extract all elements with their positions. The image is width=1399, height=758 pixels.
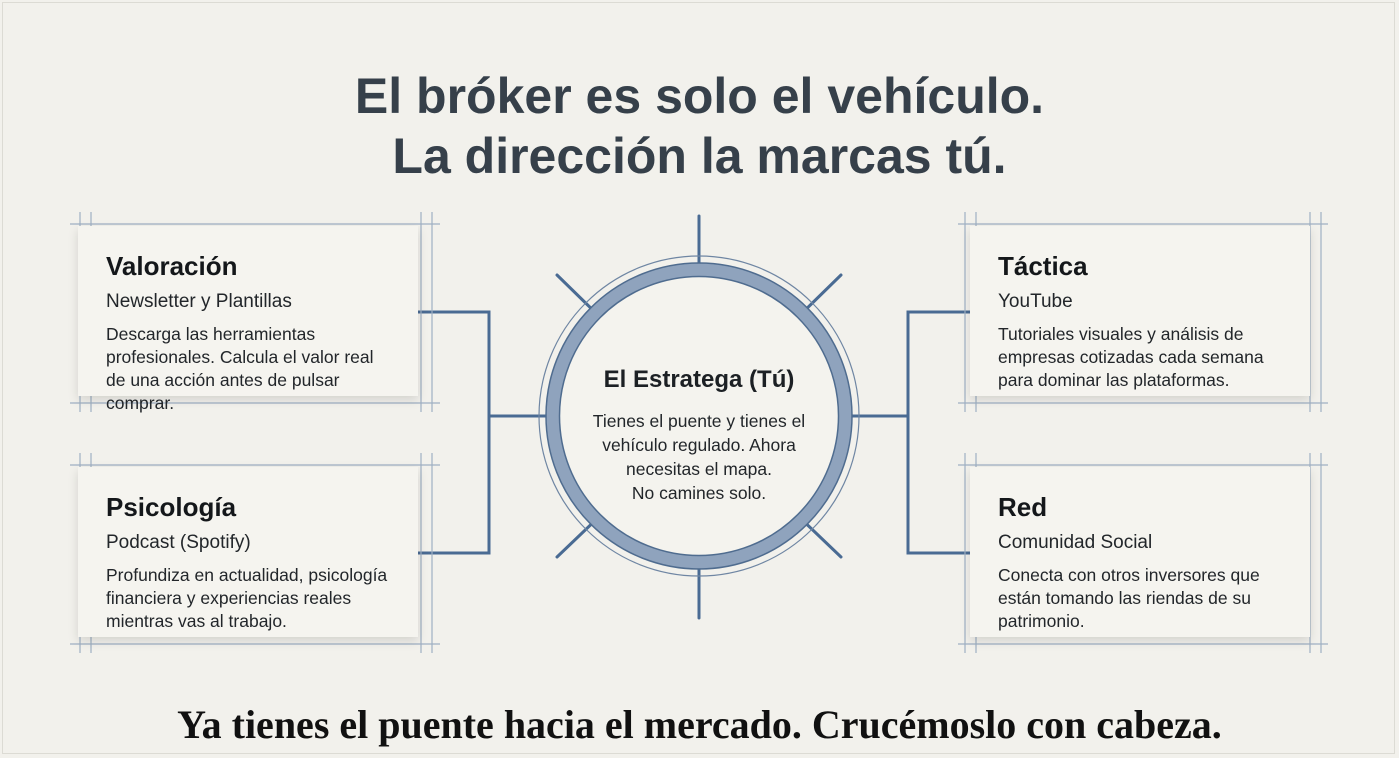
card-heading: Táctica (998, 251, 1088, 281)
hub-ring-outline-in (558, 275, 840, 557)
hub-line: vehículo regulado. Ahora (602, 435, 796, 455)
hub-ring (546, 263, 852, 569)
card-description: Tutoriales visuales y análisis de empres… (998, 324, 1264, 390)
right-connectors (843, 310, 978, 555)
tagline: Ya tienes el puente hacia el mercado. Cr… (177, 702, 1222, 747)
card-channel: YouTube (998, 291, 1073, 312)
card-channel: Comunidad Social (998, 532, 1153, 553)
hub-line: necesitas el mapa. (626, 459, 772, 479)
hub-text: Tienes el puente y tienes el vehículo re… (564, 409, 834, 505)
card-description: Profundiza en actualidad, psicología fin… (106, 565, 388, 631)
page-title: El bróker es solo el vehículo. La direcc… (0, 66, 1399, 186)
hub-ring-outline-out (545, 262, 853, 570)
hub-title: El Estratega (Tú) (603, 366, 795, 393)
card-valoracion: Valoración Newsletter y Plantillas Desca… (78, 226, 418, 413)
card-description: Descarga las herramientas profesionales.… (106, 324, 374, 413)
card-tactica: Táctica YouTube Tutoriales visuales y an… (970, 226, 1310, 396)
connector-tactica (843, 310, 978, 418)
left-connectors (418, 310, 553, 555)
title-line-2: La dirección la marcas tú. (392, 128, 1007, 184)
connector-red (906, 416, 978, 555)
guide-lines (70, 212, 1328, 653)
title-line-1: El bróker es solo el vehículo. (354, 68, 1045, 124)
card-heading: Valoración (106, 251, 238, 281)
card-channel: Podcast (Spotify) (106, 532, 251, 553)
card-psicologia: Psicología Podcast (Spotify) Profundiza … (78, 467, 418, 637)
connector-psicologia (418, 416, 491, 555)
card-heading: Psicología (106, 492, 237, 522)
card-channel: Newsletter y Plantillas (106, 291, 292, 312)
hub-line: Tienes el puente y tienes el (592, 411, 806, 431)
hub-ring-outer-thin (538, 255, 860, 577)
card-description: Conecta con otros inversores que están t… (998, 565, 1260, 631)
hub-line: No camines solo. (631, 483, 767, 503)
card-red: Red Comunidad Social Conecta con otros i… (970, 467, 1310, 637)
card-heading: Red (998, 492, 1048, 522)
connector-valoracion (418, 310, 553, 418)
